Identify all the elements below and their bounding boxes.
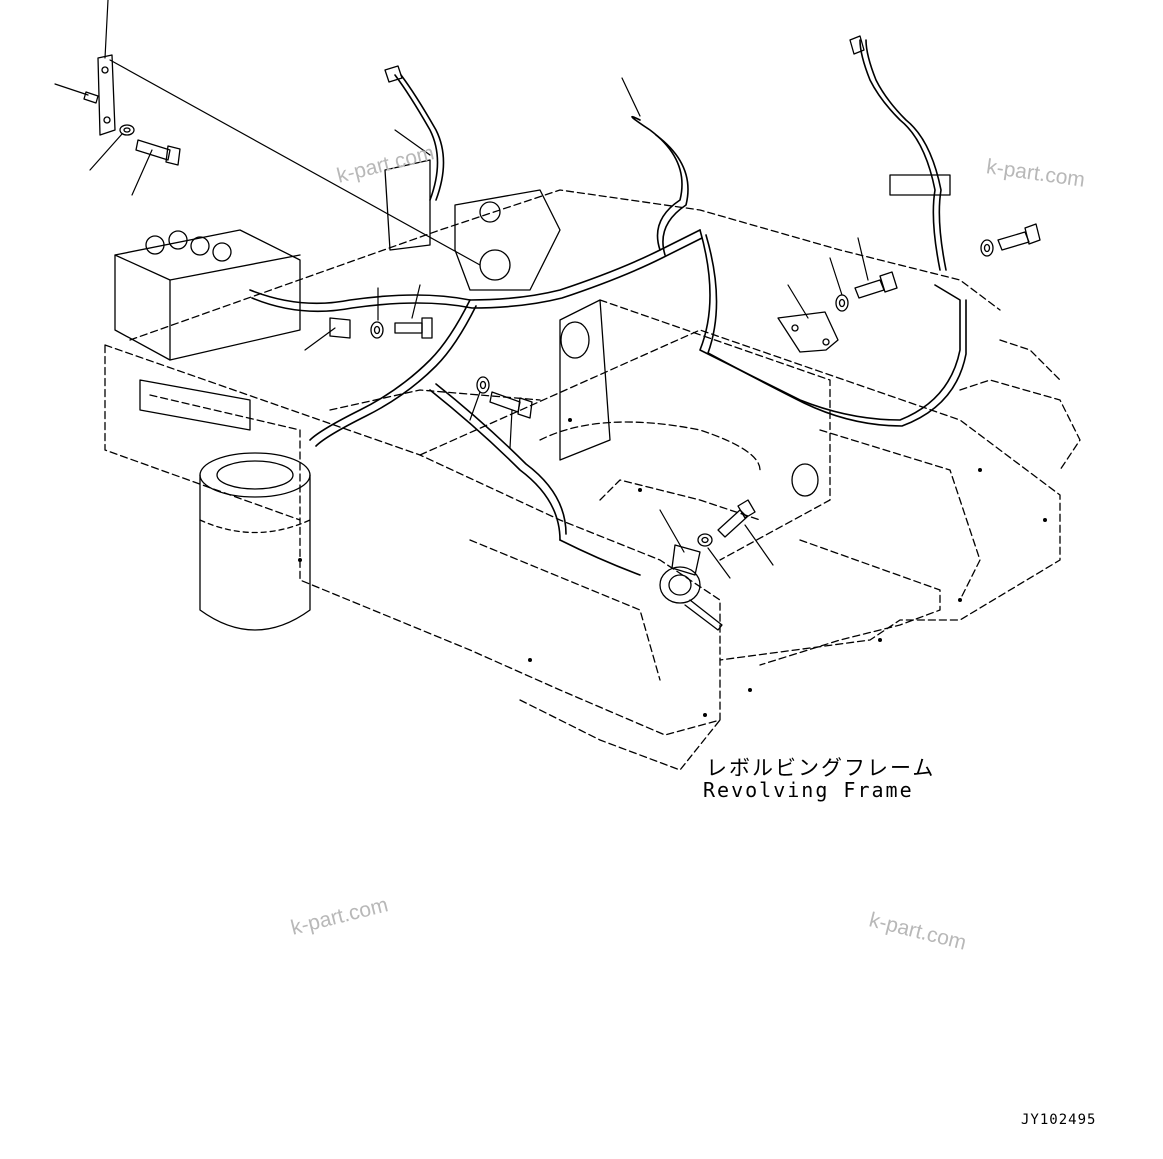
wiring-harness bbox=[249, 39, 967, 576]
battery-box bbox=[114, 229, 301, 431]
bolt-center-left bbox=[394, 317, 433, 339]
frame-outline bbox=[104, 189, 1081, 771]
frame-label-japanese: レボルビングフレーム bbox=[706, 756, 936, 780]
frame-label-english: Revolving Frame bbox=[703, 778, 914, 802]
bolt-horn bbox=[717, 499, 756, 538]
bolt-center bbox=[489, 391, 533, 419]
bolts-and-washers bbox=[119, 124, 1041, 547]
leader-lines bbox=[54, 0, 869, 579]
center-mount-block bbox=[384, 159, 819, 497]
horn bbox=[659, 566, 723, 631]
bolt-top-left bbox=[135, 139, 181, 166]
brackets bbox=[83, 35, 951, 576]
bolt-far-right bbox=[997, 223, 1041, 251]
round-tank bbox=[199, 452, 311, 631]
bolt-right bbox=[854, 271, 898, 299]
drawing-number: JY102495 bbox=[1021, 1112, 1097, 1128]
mounting-holes bbox=[298, 418, 1047, 717]
